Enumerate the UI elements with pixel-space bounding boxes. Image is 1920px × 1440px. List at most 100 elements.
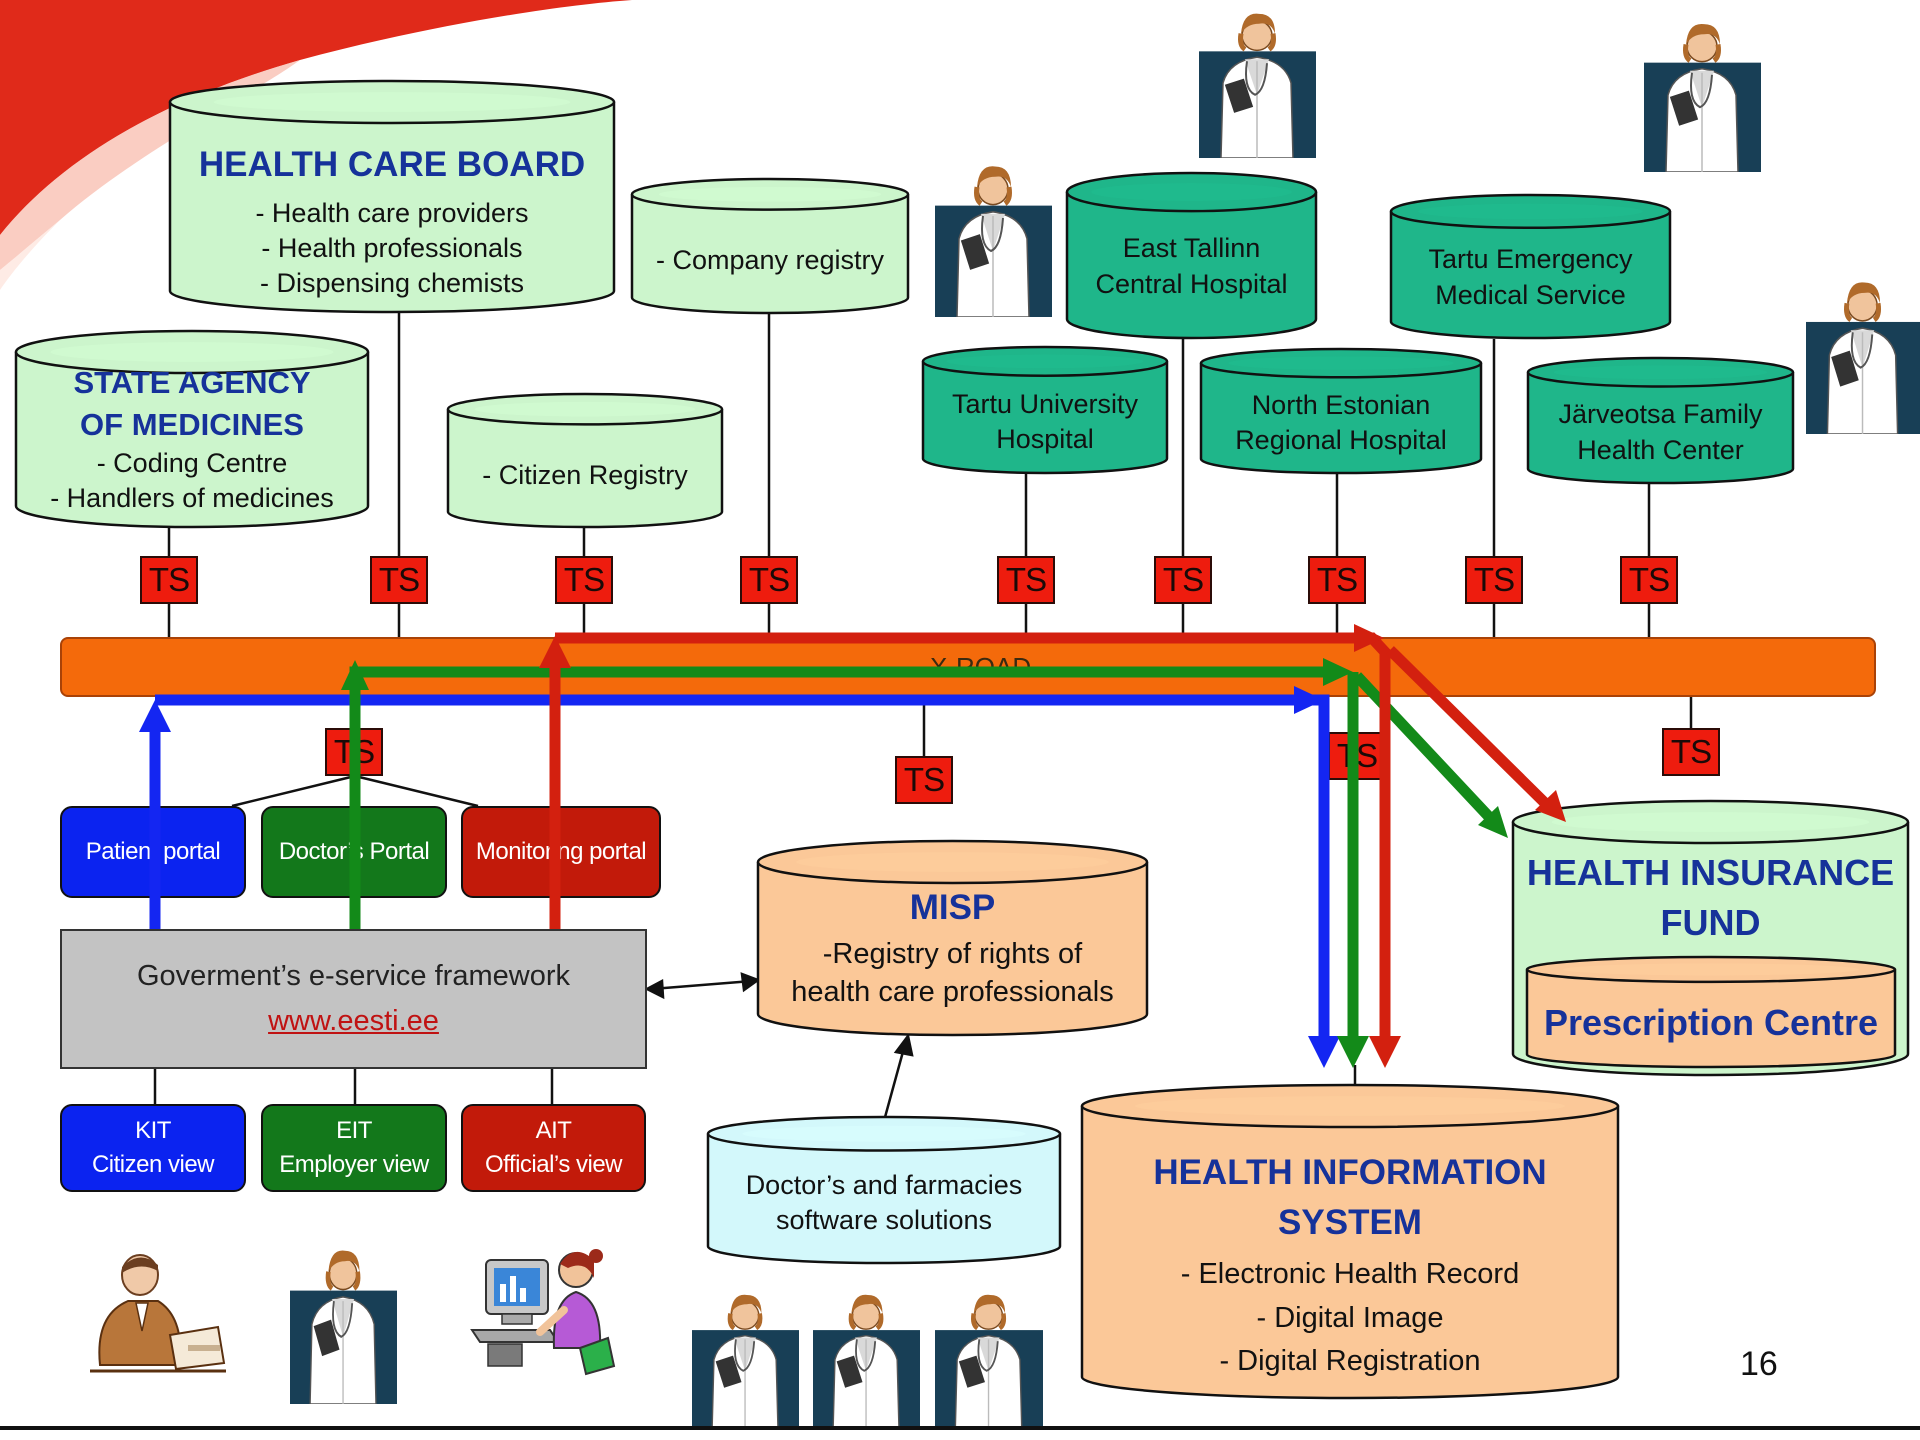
cylinder-highlight: [1563, 963, 1859, 976]
woman-at-computer-icon: [470, 1249, 616, 1376]
ts-server: TS: [1328, 732, 1386, 780]
db-line: - Health care providers: [255, 197, 529, 228]
cylinder-body: [1389, 211, 1672, 340]
db-line: - Electronic Health Record: [1180, 1258, 1520, 1290]
eesti-link[interactable]: www.eesti.ee: [268, 1005, 439, 1037]
doctor-icon: [1644, 10, 1761, 173]
corner-swoosh: [0, 0, 632, 290]
cylinder-shape: [1525, 955, 1897, 1069]
ts-server: TS: [1662, 728, 1720, 776]
db-line: Health Center: [1577, 434, 1744, 465]
tartu-university-hospital-db: Tartu University Hospital: [921, 345, 1169, 475]
db-line: Medical Service: [1435, 279, 1626, 310]
state-agency-title-2: OF MEDICINES: [80, 406, 304, 442]
db-line: - Company registry: [655, 245, 885, 276]
db-line: - Digital Registration: [1219, 1345, 1481, 1377]
page-number: 16: [1740, 1345, 1778, 1383]
cylinder-shape: [168, 79, 616, 314]
north-estonian-hospital-db: North Estonian Regional Hospital: [1199, 347, 1483, 475]
cylinder-body: [14, 352, 370, 529]
db-line: - Citizen Registry: [482, 459, 688, 490]
kit-citizen-view[interactable]: KIT Citizen view: [60, 1104, 246, 1192]
misp-db: MISP -Registry of rights of health care …: [756, 839, 1149, 1037]
cylinder-shape: [14, 329, 370, 529]
ts-server: TS: [895, 756, 953, 804]
patient-portal[interactable]: Patient portal: [60, 806, 246, 898]
doctor-figure: [1806, 282, 1920, 435]
cylinder-shape: [1526, 356, 1795, 485]
db-line: Hospital: [996, 424, 1094, 454]
doctor-icon: [935, 152, 1052, 318]
db-line: North Estonian: [1251, 389, 1431, 420]
doctor-figure: [290, 1250, 397, 1405]
misp-title: MISP: [909, 887, 996, 927]
ts-server: TS: [740, 556, 798, 604]
cylinder-highlight: [1134, 1096, 1566, 1116]
x-road-label: X-ROAD: [930, 652, 1032, 682]
cylinder-highlight: [213, 92, 571, 112]
east-tallinn-hospital-db: East Tallinn Central Hospital: [1065, 171, 1318, 340]
cylinder-highlight: [474, 401, 696, 417]
doctor-icon: [813, 1282, 920, 1431]
ts-server: TS: [1308, 556, 1366, 604]
cylinder-body: [1199, 363, 1483, 475]
cylinder-body: [921, 361, 1169, 475]
hif-title-1: HEALTH INSURANCE: [1526, 851, 1895, 893]
db-line: - Handlers of medicines: [50, 482, 334, 513]
ait-officials-view[interactable]: AIT Official’s view: [461, 1104, 646, 1192]
db-line: - Coding Centre: [96, 447, 288, 478]
db-line: - Dispensing chemists: [259, 267, 525, 298]
cylinder-highlight: [1418, 203, 1643, 220]
db-line: - Health professionals: [261, 232, 523, 263]
cylinder-body: [1526, 372, 1795, 485]
cylinder-shape: [1389, 193, 1672, 340]
ts-server: TS: [1620, 556, 1678, 604]
cylinder-shape: [630, 177, 910, 315]
db-line: -Registry of rights of: [822, 938, 1083, 971]
eit-label: EIT: [336, 1117, 372, 1145]
state-agency-title-1: STATE AGENCY: [73, 365, 311, 401]
kit-label: KIT: [135, 1117, 171, 1145]
doctor-figure: [692, 1294, 799, 1431]
cylinder-body: [1525, 969, 1897, 1069]
cylinder-shape: [1080, 1083, 1620, 1400]
cylinder-highlight: [796, 852, 1109, 872]
doctors-portal-label: Doctor’s Portal: [278, 838, 430, 866]
prescription-centre-db: Prescription Centre: [1525, 955, 1897, 1069]
tartu-emergency-db: Tartu Emergency Medical Service: [1389, 193, 1672, 340]
doctor-icon: [1806, 268, 1920, 435]
ts-server: TS: [1154, 556, 1212, 604]
government-e-service-framework: Goverment’s e-service framework www.eest…: [60, 929, 647, 1069]
doctor-figure: [1644, 24, 1761, 173]
cylinder-shape: [706, 1115, 1062, 1265]
cylinder-body: [706, 1133, 1062, 1265]
db-line: Central Hospital: [1095, 268, 1288, 299]
health-care-board-db: HEALTH CARE BOARD - Health care provider…: [168, 79, 616, 314]
monitoring-portal-label: Monitoring portal: [475, 838, 647, 866]
db-line: Tartu University: [951, 388, 1139, 419]
cylinder-body: [1065, 192, 1318, 340]
cylinder-highlight: [1553, 365, 1768, 380]
cylinder-highlight: [1228, 356, 1454, 370]
db-line: health care professionals: [791, 975, 1114, 1008]
doctor-figure: [935, 166, 1052, 318]
cylinder-highlight: [1551, 812, 1870, 832]
cylinder-shape: [1199, 347, 1483, 475]
footer-rule: [0, 1426, 1920, 1430]
ts-server: TS: [555, 556, 613, 604]
doctors-portal[interactable]: Doctor’s Portal: [261, 806, 447, 898]
ait-label: AIT: [535, 1117, 572, 1145]
ts-server: TS: [997, 556, 1055, 604]
doctor-icon: [935, 1282, 1043, 1431]
his-title-2: SYSTEM: [1278, 1203, 1422, 1243]
cylinder-shape: [921, 345, 1169, 475]
monitoring-portal[interactable]: Monitoring portal: [461, 806, 661, 898]
db-line: East Tallinn: [1122, 233, 1261, 264]
cylinder-body: [1080, 1106, 1620, 1400]
person-at-desk-icon: [90, 1254, 226, 1373]
eit-employer-view[interactable]: EIT Employer view: [261, 1104, 447, 1192]
eit-sublabel: Employer view: [279, 1151, 429, 1178]
cylinder-highlight: [658, 186, 882, 202]
citizen-registry-db: - Citizen Registry: [446, 392, 724, 529]
